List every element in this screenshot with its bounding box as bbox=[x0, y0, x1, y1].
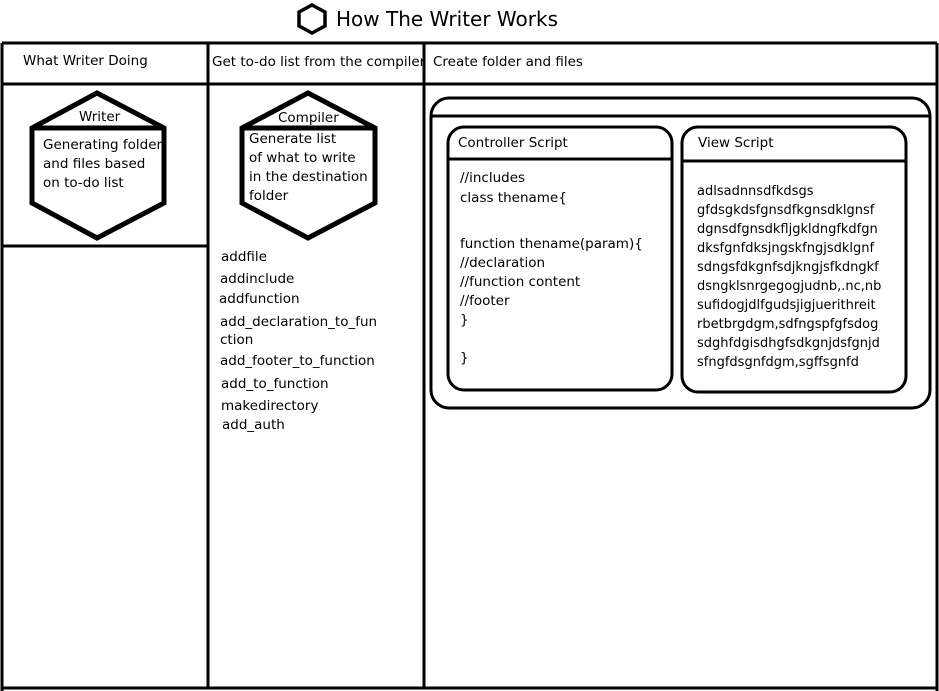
code-line: function thename(param){ bbox=[460, 236, 643, 252]
view-line: adlsadnnsdfkdsgs bbox=[697, 184, 814, 199]
compiler-description-line: of what to write bbox=[249, 150, 356, 166]
view-line: gfdsgkdsfgnsdfkgnsdklgnsf bbox=[697, 203, 875, 218]
list-item: add_auth bbox=[222, 417, 285, 433]
writer-description-line: on to-do list bbox=[43, 175, 124, 191]
code-line: //includes bbox=[460, 170, 526, 186]
writer-hexagon bbox=[29, 90, 167, 241]
hexagon-icon bbox=[297, 3, 327, 35]
compiler-description-line: in the destination bbox=[249, 169, 368, 185]
view-line: sdngsfdkgnfsdjkngjsfkdngkf bbox=[697, 260, 879, 275]
list-item: ction bbox=[220, 332, 254, 348]
view-line: dksfgnfdksjngskfngjsdklgnf bbox=[697, 241, 875, 256]
compiler-description: Generate list of what to write in the de… bbox=[249, 130, 368, 206]
compiler-label: Compiler bbox=[278, 110, 339, 126]
writer-label: Writer bbox=[79, 109, 121, 125]
page-title: How The Writer Works bbox=[296, 3, 558, 35]
code-line: } bbox=[460, 312, 469, 328]
list-item: add_footer_to_function bbox=[220, 353, 375, 369]
code-line: class thename{ bbox=[460, 190, 567, 206]
writer-description-line: Generating folder bbox=[43, 137, 163, 153]
compiler-description-line: Generate list bbox=[249, 131, 337, 147]
view-line: sfngfdsgnfdgm,sgffsgnfd bbox=[697, 355, 859, 370]
list-item: makedirectory bbox=[221, 398, 319, 414]
code-line: } bbox=[460, 350, 469, 366]
list-item: add_declaration_to_fun bbox=[220, 314, 378, 330]
controller-script-box bbox=[446, 125, 674, 392]
list-item: add_to_function bbox=[221, 376, 329, 392]
title-text: How The Writer Works bbox=[336, 7, 558, 31]
controller-script-title: Controller Script bbox=[458, 135, 568, 151]
view-line: sufidogjdlfgudsjigjuerithreit bbox=[697, 298, 876, 313]
column-header-writer: What Writer Doing bbox=[23, 53, 148, 69]
code-line: //function content bbox=[460, 274, 581, 290]
compiler-description-line: folder bbox=[249, 188, 289, 204]
view-line: rbetbrgdgm,sdfngspfgfsdog bbox=[697, 317, 879, 332]
view-script-content: adlsadnnsdfkdsgs gfdsgkdsfgnsdfkgnsdklgn… bbox=[697, 182, 881, 372]
view-line: dgnsdfgnsdkfljgkldngfkdfgn bbox=[697, 222, 878, 237]
compiler-hexagon bbox=[239, 90, 378, 241]
code-line: //declaration bbox=[460, 255, 546, 271]
view-script-box bbox=[680, 125, 908, 394]
writer-description-line: and files based bbox=[43, 156, 146, 172]
column-header-compiler: Get to-do list from the compiler bbox=[212, 54, 426, 70]
column-header-files: Create folder and files bbox=[433, 54, 583, 70]
list-item: addfile bbox=[221, 249, 267, 265]
writer-description: Generating folder and files based on to-… bbox=[43, 136, 162, 193]
view-line: dsngklsnrgegogjudnb,.nc,nb bbox=[697, 279, 882, 294]
view-script-title: View Script bbox=[698, 135, 774, 151]
view-line: sdghfdgisdhgfsdkgnjdsfgnjd bbox=[697, 336, 880, 351]
files-container bbox=[429, 96, 932, 410]
list-item: addinclude bbox=[220, 271, 295, 287]
code-line: //footer bbox=[460, 293, 510, 309]
list-item: addfunction bbox=[219, 291, 300, 307]
